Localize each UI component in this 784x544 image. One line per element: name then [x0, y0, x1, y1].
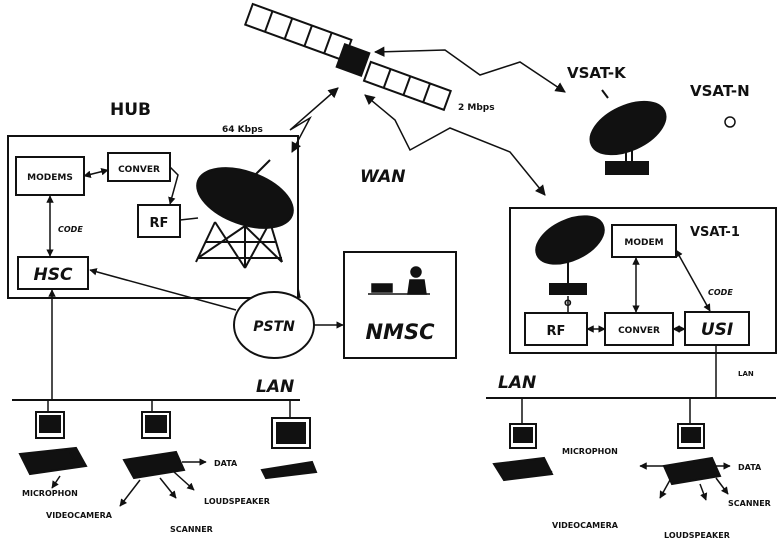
peripheral-arrows — [51, 457, 731, 507]
pstn-label: PSTN — [253, 319, 295, 335]
workstation-icon — [122, 411, 186, 480]
vsat-k-label: VSAT-K — [567, 64, 627, 82]
hub-conver-label: CONVER — [118, 165, 160, 175]
pstn-links — [89, 268, 344, 329]
left-microphon-label: MICROPHON — [22, 489, 78, 498]
vsat-1-rf-label: RF — [547, 324, 566, 339]
right-loudspeaker-label: LOUDSPEAKER — [664, 531, 730, 540]
wan-links — [289, 46, 566, 196]
left-data-label: DATA — [214, 459, 238, 468]
vsat-1-rf-box — [524, 312, 588, 346]
dish-antenna-icon — [589, 89, 667, 175]
lan-left-label: LAN — [256, 377, 294, 397]
hsc-label: HSC — [34, 265, 73, 285]
right-scanner-label: SCANNER — [728, 499, 771, 508]
lan-small-label: LAN — [738, 370, 754, 378]
hub-modems-box — [15, 156, 85, 196]
wan-label: WAN — [360, 167, 406, 187]
right-microphon-label: MICROPHON — [562, 447, 618, 456]
link-2mbps-label: 2 Mbps — [458, 103, 495, 113]
vsat-1-conver-label: CONVER — [618, 326, 660, 336]
vsat-1-code-label: CODE — [708, 288, 733, 297]
lan-right-label: LAN — [498, 373, 536, 393]
operator-icon — [368, 266, 430, 295]
vsat-1-label: VSAT-1 — [690, 225, 740, 240]
satellite-icon — [243, 2, 452, 112]
hub-modems-label: MODEMS — [27, 173, 73, 183]
lan-drops — [47, 398, 691, 424]
vsat-1-conver-box — [604, 312, 674, 346]
link-64kbps-label: 64 Kbps — [222, 125, 263, 135]
workstation-icon — [492, 423, 554, 482]
hub-rf-label: RF — [150, 216, 169, 231]
hub-conver-box — [107, 152, 171, 182]
hsc-box — [17, 256, 89, 290]
usi-box — [684, 311, 750, 346]
vsat-n-node-icon — [724, 116, 736, 128]
laptop-icon — [260, 417, 318, 480]
vsat-1-internal-links — [567, 249, 711, 333]
vsat-1-box — [509, 207, 777, 354]
hub-code-label: CODE — [58, 225, 83, 234]
left-loudspeaker-label: LOUDSPEAKER — [204, 497, 270, 506]
nmsc-box — [343, 251, 457, 359]
right-videocamera-label: VIDEOCAMERA — [552, 521, 619, 530]
hub-box — [7, 135, 299, 299]
left-scanner-label: SCANNER — [170, 525, 213, 534]
hub-internal-links — [46, 166, 199, 257]
vsat-1-modem-label: MODEM — [624, 238, 663, 248]
left-videocamera-label: VIDEOCAMERA — [46, 511, 113, 520]
right-data-label: DATA — [738, 463, 762, 472]
vsat-1-modem-box — [611, 224, 677, 258]
nmsc-label: NMSC — [365, 320, 435, 344]
workstation-icon — [662, 423, 722, 486]
hub-rf-box — [137, 204, 181, 238]
workstation-icon — [18, 411, 88, 476]
hub-dish-antenna-icon — [195, 159, 294, 269]
usi-label: USI — [701, 320, 733, 340]
hub-title: HUB — [110, 100, 151, 120]
vsat-1-dish-antenna-icon — [535, 215, 605, 295]
vsat-n-label: VSAT-N — [690, 82, 750, 100]
